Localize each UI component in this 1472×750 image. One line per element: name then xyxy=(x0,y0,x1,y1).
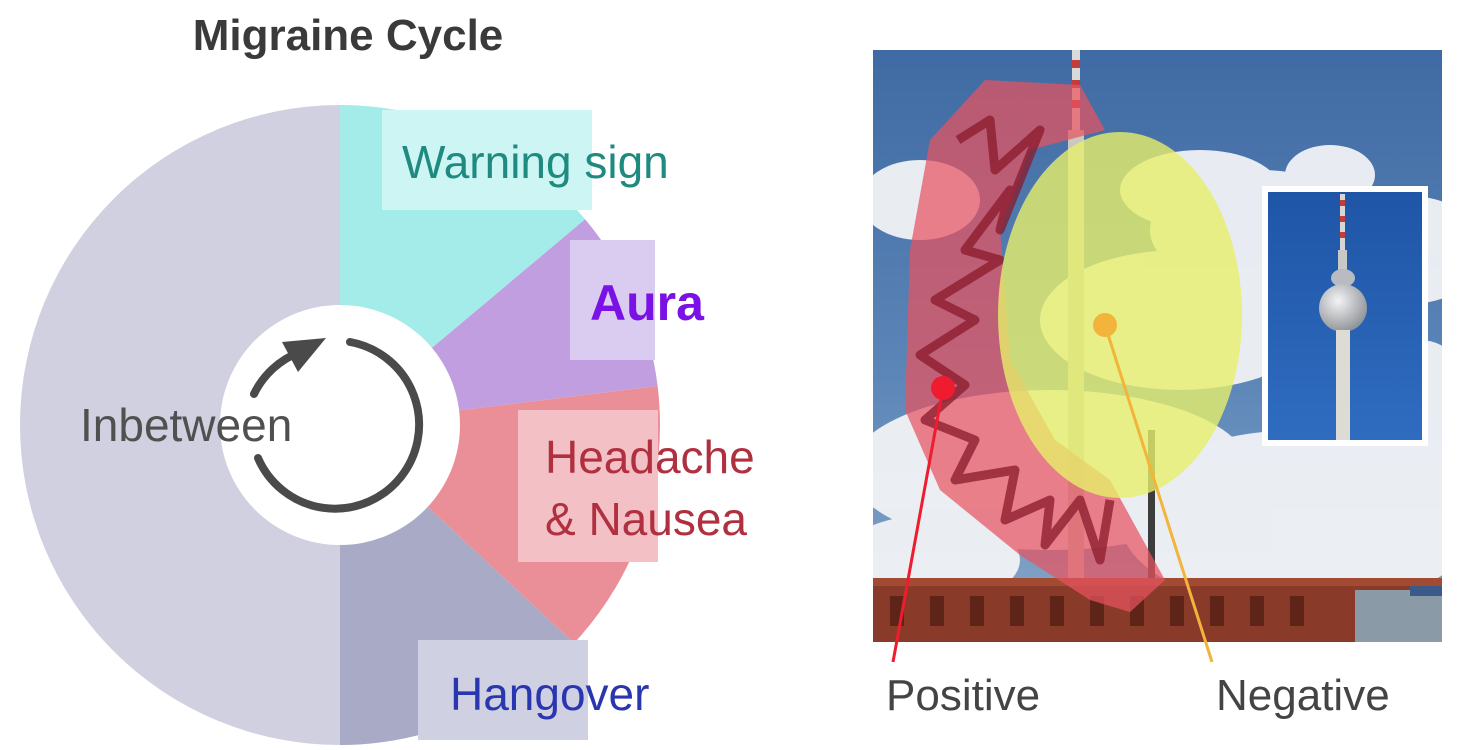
aura-label-bg xyxy=(570,240,655,360)
tv-tower-inset xyxy=(1262,186,1428,446)
headache-label-bg xyxy=(518,410,658,562)
cycle-title: Migraine Cycle xyxy=(193,11,504,60)
photo-building xyxy=(873,578,1442,642)
negative-marker xyxy=(1093,313,1117,337)
positive-marker xyxy=(931,376,955,400)
label-warning-sign: Warning sign xyxy=(402,136,669,188)
negative-pointer-line xyxy=(1103,324,1214,663)
warning-label-bg xyxy=(382,110,592,210)
label-inbetween: Inbetween xyxy=(80,399,292,451)
lamp-pole xyxy=(1148,430,1155,642)
cycle-pie xyxy=(20,105,660,745)
label-aura: Aura xyxy=(590,275,705,331)
positive-scribble xyxy=(915,115,1115,565)
positive-pointer-line xyxy=(891,387,945,663)
negative-label: Negative xyxy=(1216,671,1390,720)
hangover-label-bg xyxy=(418,640,588,740)
label-headache-line1: Headache xyxy=(545,431,755,483)
cycle-arrow-icon xyxy=(250,338,424,513)
segment-inbetween xyxy=(20,105,340,745)
negative-region xyxy=(998,132,1242,498)
positive-label: Positive xyxy=(886,671,1040,720)
label-headache-line2: & Nausea xyxy=(545,493,747,545)
label-hangover: Hangover xyxy=(450,668,649,720)
